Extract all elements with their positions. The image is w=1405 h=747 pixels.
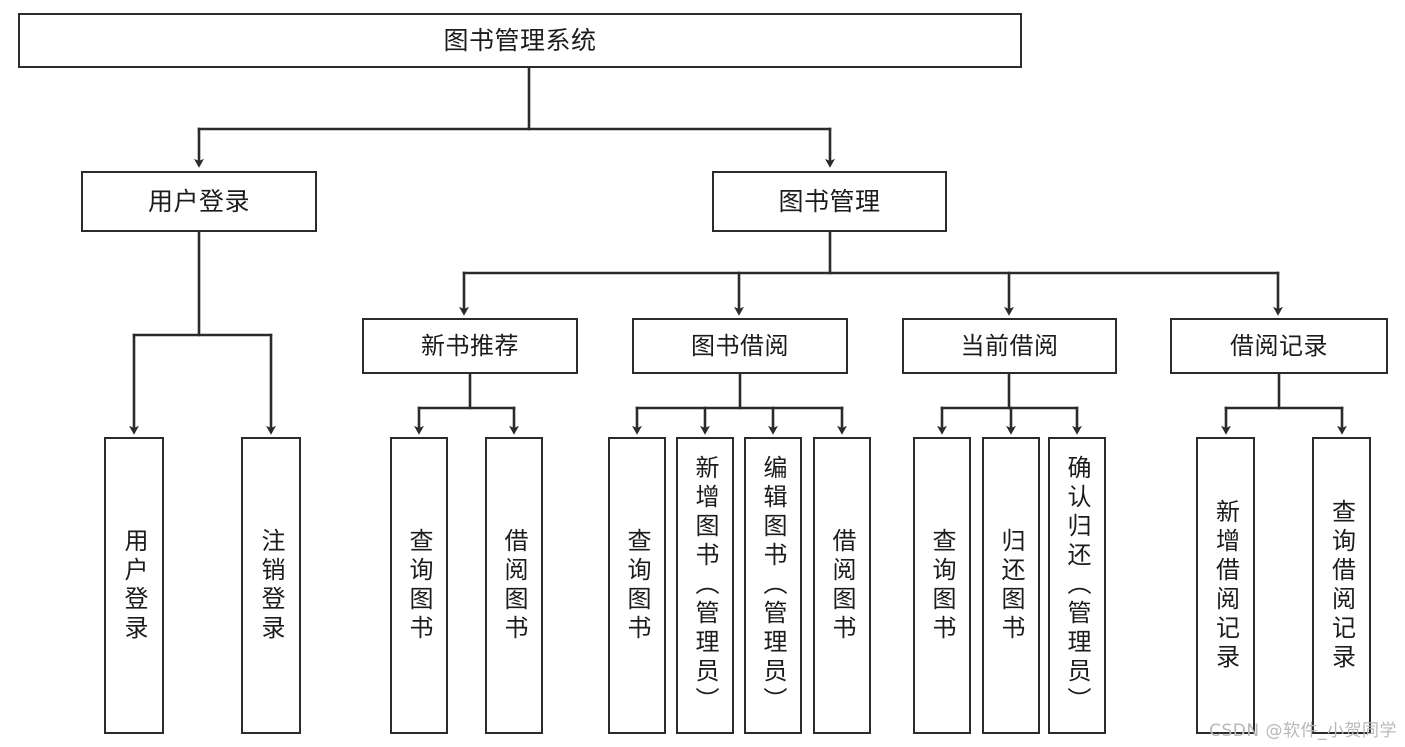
node-label: 查询图书 — [623, 527, 651, 644]
leaf-query-book-newbook[interactable]: 查询图书 — [390, 437, 448, 734]
leaf-return-book[interactable]: 归还图书 — [982, 437, 1040, 734]
leaf-confirm-return-admin[interactable]: 确认归还（管理员） — [1048, 437, 1106, 734]
node-label: 新书推荐 — [421, 331, 519, 360]
node-current-borrow[interactable]: 当前借阅 — [902, 318, 1117, 374]
node-label: 用户登录 — [120, 527, 148, 644]
leaf-borrow-book-newbook[interactable]: 借阅图书 — [485, 437, 543, 734]
leaf-lend-book[interactable]: 借阅图书 — [813, 437, 871, 734]
leaf-add-borrow-record[interactable]: 新增借阅记录 — [1196, 437, 1255, 734]
leaf-query-book-borrow[interactable]: 查询图书 — [608, 437, 666, 734]
node-label: 新增借阅记录 — [1211, 498, 1240, 673]
leaf-user-login[interactable]: 用户登录 — [104, 437, 164, 734]
leaf-user-logout[interactable]: 注销登录 — [241, 437, 301, 734]
node-label: 归还图书 — [997, 527, 1025, 644]
node-label: 确认归还（管理员） — [1063, 455, 1091, 716]
node-label: 查询图书 — [405, 527, 433, 644]
node-label: 图书管理系统 — [443, 25, 597, 55]
node-borrow-records[interactable]: 借阅记录 — [1170, 318, 1388, 374]
node-label: 图书借阅 — [691, 331, 789, 360]
node-label: 新增图书（管理员） — [691, 455, 719, 716]
leaf-edit-book-admin[interactable]: 编辑图书（管理员） — [744, 437, 802, 734]
leaf-query-book-current[interactable]: 查询图书 — [913, 437, 971, 734]
node-label: 用户登录 — [147, 186, 250, 216]
node-label: 借阅记录 — [1230, 331, 1328, 360]
node-new-book-recommend[interactable]: 新书推荐 — [362, 318, 578, 374]
node-label: 查询借阅记录 — [1327, 498, 1356, 673]
node-label: 注销登录 — [257, 527, 285, 644]
node-book-management[interactable]: 图书管理 — [712, 171, 947, 232]
node-book-borrow[interactable]: 图书借阅 — [632, 318, 848, 374]
node-label: 查询图书 — [928, 527, 956, 644]
node-label: 借阅图书 — [828, 527, 856, 644]
leaf-query-borrow-record[interactable]: 查询借阅记录 — [1312, 437, 1371, 734]
node-label: 编辑图书（管理员） — [759, 455, 787, 716]
node-user-login[interactable]: 用户登录 — [81, 171, 317, 232]
node-label: 借阅图书 — [500, 527, 528, 644]
leaf-add-book-admin[interactable]: 新增图书（管理员） — [676, 437, 734, 734]
node-label: 图书管理 — [778, 186, 881, 216]
node-label: 当前借阅 — [960, 331, 1059, 360]
node-root-book-management-system[interactable]: 图书管理系统 — [18, 13, 1022, 68]
